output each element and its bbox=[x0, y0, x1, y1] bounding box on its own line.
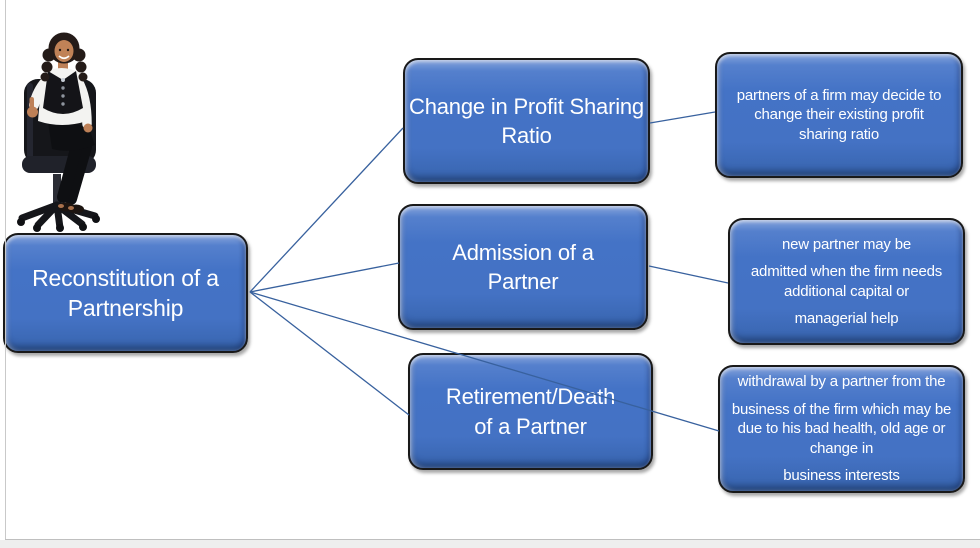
woman-office-chair-thumbs-up-image bbox=[17, 32, 100, 232]
desc-paragraph: managerial help bbox=[794, 310, 899, 327]
diagram-node-root: Reconstitution of a Partnership bbox=[3, 233, 248, 353]
desc-paragraph: business of the firm which may be due to… bbox=[731, 400, 952, 457]
slide-left-border bbox=[5, 0, 6, 539]
diagram-desc-change-in-profit-sharing-ratio: partners of a firm may decide to change … bbox=[715, 52, 963, 178]
desc-paragraph: new partner may be bbox=[782, 235, 911, 253]
branch-node-label: Change in Profit Sharing Ratio bbox=[409, 93, 644, 148]
page-footer-strip bbox=[0, 540, 980, 548]
diagram-node-admission-of-a-partner: Admission of a Partner bbox=[398, 204, 648, 330]
connector-root-to-branch2 bbox=[249, 262, 400, 293]
branch-node-label: Admission of a Partner bbox=[452, 239, 594, 294]
slide-bottom-border bbox=[5, 539, 980, 540]
desc-paragraph: withdrawal by a partner from the bbox=[737, 373, 946, 391]
diagram-node-retirement-death-of-a-partner: Retirement/Death of a Partner bbox=[408, 353, 653, 470]
diagram-desc-retirement-death-of-a-partner: withdrawal by a partner from the busines… bbox=[718, 365, 965, 493]
desc-paragraph: partners of a firm may decide to change … bbox=[736, 86, 942, 143]
chair-wheels bbox=[17, 215, 100, 232]
connector-branch1-to-desc1 bbox=[649, 111, 716, 124]
thumbs-up bbox=[29, 97, 34, 109]
connector-root-to-branch1 bbox=[249, 127, 404, 293]
diagram-node-change-in-profit-sharing-ratio: Change in Profit Sharing Ratio bbox=[403, 58, 650, 184]
diagram-desc-admission-of-a-partner: new partner may be admitted when the fir… bbox=[728, 218, 965, 345]
connector-branch2-to-desc2 bbox=[648, 265, 729, 284]
desc-paragraph: business interests bbox=[783, 467, 900, 485]
branch-node-label: Retirement/Death of a Partner bbox=[445, 384, 616, 439]
root-node-label: Reconstitution of a Partnership bbox=[32, 264, 219, 321]
desc-paragraph: admitted when the firm needs additional … bbox=[750, 263, 943, 300]
connector-root-to-branch3 bbox=[249, 291, 410, 416]
